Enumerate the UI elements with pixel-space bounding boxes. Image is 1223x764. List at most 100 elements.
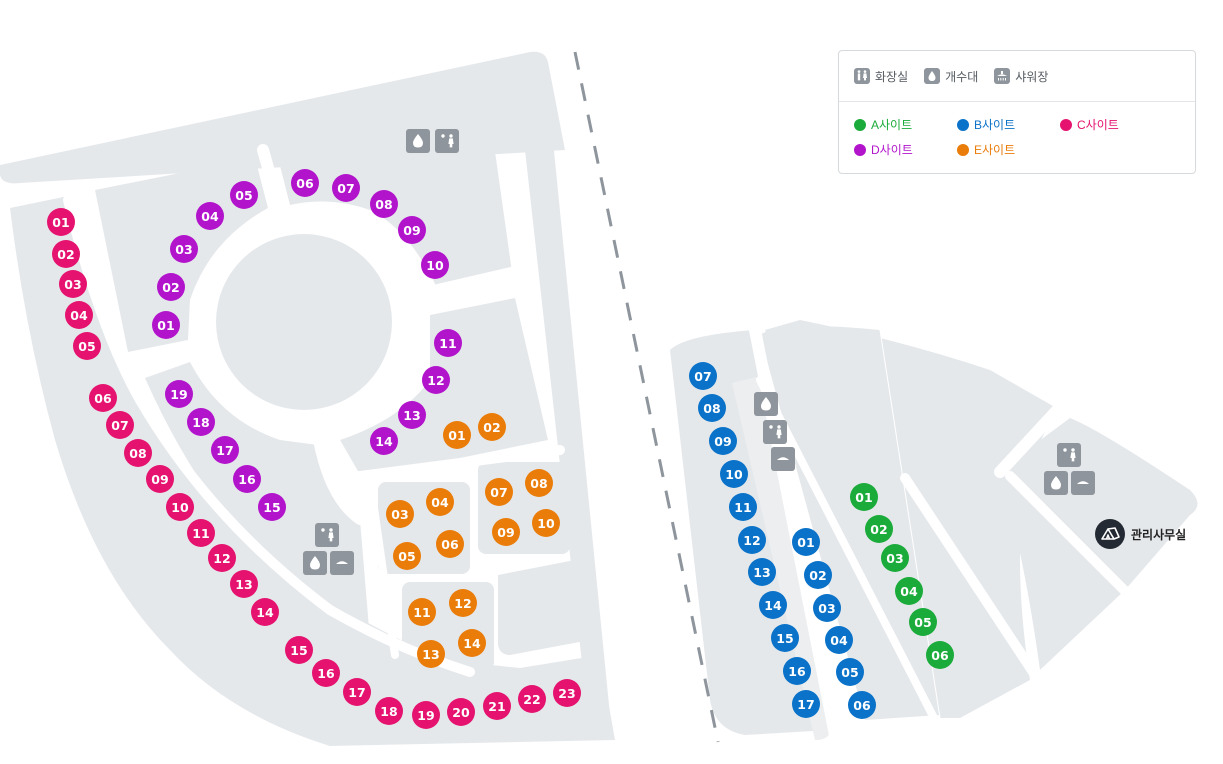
site-c-pin[interactable]: 03 <box>59 270 87 298</box>
site-pin-label: 08 <box>530 476 547 491</box>
site-pin-label: 20 <box>452 705 470 720</box>
site-c-pin[interactable]: 09 <box>146 465 174 493</box>
site-b-pin[interactable]: 06 <box>848 691 876 719</box>
legend-shower-label: 샤워장 <box>1015 69 1049 84</box>
site-pin-label: 21 <box>488 699 505 714</box>
site-b-pin[interactable]: 08 <box>698 394 726 422</box>
site-d-pin[interactable]: 01 <box>152 311 180 339</box>
site-pin-label: 03 <box>391 507 408 522</box>
site-d-pin[interactable]: 11 <box>434 329 462 357</box>
site-b-pin[interactable]: 09 <box>709 427 737 455</box>
site-d-pin[interactable]: 13 <box>398 401 426 429</box>
site-b-pin[interactable]: 15 <box>771 624 799 652</box>
site-d-pin[interactable]: 16 <box>233 465 261 493</box>
site-pin-label: 13 <box>753 565 770 580</box>
site-b-pin[interactable]: 01 <box>792 528 820 556</box>
site-c-pin[interactable]: 07 <box>106 411 134 439</box>
site-e-pin[interactable]: 12 <box>449 589 477 617</box>
site-pin-circle <box>386 500 414 528</box>
shower-icon <box>771 447 795 471</box>
management-office[interactable]: 관리사무실 <box>1095 519 1186 549</box>
site-c-pin[interactable]: 13 <box>230 570 258 598</box>
site-pin-circle <box>729 493 757 521</box>
site-e-pin[interactable]: 10 <box>532 509 560 537</box>
site-c-pin[interactable]: 23 <box>553 679 581 707</box>
site-d-pin[interactable]: 18 <box>187 408 215 436</box>
site-d-pin[interactable]: 17 <box>211 436 239 464</box>
site-d-pin[interactable]: 04 <box>196 202 224 230</box>
facility-icons <box>303 129 1095 575</box>
site-e-pin[interactable]: 02 <box>478 413 506 441</box>
water-tap-icon <box>924 68 941 84</box>
site-e-pin[interactable]: 11 <box>408 598 436 626</box>
site-e-pin[interactable]: 06 <box>436 530 464 558</box>
site-d-pin[interactable]: 05 <box>230 181 258 209</box>
site-pin-label: 04 <box>70 308 88 323</box>
site-e-pin[interactable]: 08 <box>525 469 553 497</box>
site-pin-label: 03 <box>175 242 192 257</box>
site-b-pin[interactable]: 04 <box>825 626 853 654</box>
site-d-pin[interactable]: 06 <box>291 169 319 197</box>
site-pin-circle <box>208 544 236 572</box>
site-a-pin[interactable]: 02 <box>865 515 893 543</box>
shower-icon <box>330 551 354 575</box>
site-c-pin[interactable]: 21 <box>483 692 511 720</box>
site-e-dot <box>957 143 969 156</box>
site-d-pin[interactable]: 09 <box>398 216 426 244</box>
site-d-pin[interactable]: 10 <box>421 251 449 279</box>
site-pin-label: 12 <box>427 373 444 388</box>
site-b-pin[interactable]: 16 <box>783 657 811 685</box>
site-d-pin[interactable]: 12 <box>422 366 450 394</box>
site-b-pin[interactable]: 05 <box>836 658 864 686</box>
site-c-pin[interactable]: 11 <box>187 519 215 547</box>
site-b-pin[interactable]: 14 <box>759 591 787 619</box>
site-e-pin[interactable]: 13 <box>417 640 445 668</box>
site-c-pin[interactable]: 22 <box>518 685 546 713</box>
toilet-icon <box>854 68 870 84</box>
site-e-pin[interactable]: 03 <box>386 500 414 528</box>
site-c-pin[interactable]: 01 <box>47 208 75 236</box>
site-c-pin[interactable]: 10 <box>166 493 194 521</box>
site-b-pin[interactable]: 02 <box>804 561 832 589</box>
toilet-icon <box>435 129 459 153</box>
site-b-pin[interactable]: 11 <box>729 493 757 521</box>
site-a-pin[interactable]: 03 <box>881 544 909 572</box>
site-a-pin[interactable]: 04 <box>895 577 923 605</box>
site-e-pin[interactable]: 01 <box>443 421 471 449</box>
site-c-pin[interactable]: 14 <box>251 598 279 626</box>
site-b-pin[interactable]: 12 <box>738 526 766 554</box>
site-d-pin[interactable]: 07 <box>332 174 360 202</box>
site-e-pin[interactable]: 07 <box>485 478 513 506</box>
site-d-pin[interactable]: 08 <box>370 190 398 218</box>
site-c-pin[interactable]: 19 <box>412 701 440 729</box>
site-d-pin[interactable]: 15 <box>258 493 286 521</box>
site-c-pin[interactable]: 12 <box>208 544 236 572</box>
site-b-pin[interactable]: 10 <box>720 460 748 488</box>
site-c-pin[interactable]: 20 <box>447 698 475 726</box>
site-b-pin[interactable]: 07 <box>689 362 717 390</box>
site-b-pin[interactable]: 03 <box>813 594 841 622</box>
site-e-pin[interactable]: 14 <box>458 629 486 657</box>
site-d-pin[interactable]: 02 <box>157 273 185 301</box>
site-b-pin[interactable]: 13 <box>748 558 776 586</box>
site-b-pin[interactable]: 17 <box>792 690 820 718</box>
site-c-pin[interactable]: 04 <box>65 301 93 329</box>
site-c-pin[interactable]: 15 <box>285 636 313 664</box>
site-c-pin[interactable]: 08 <box>124 439 152 467</box>
site-a-pin[interactable]: 06 <box>926 641 954 669</box>
site-c-pin[interactable]: 02 <box>52 240 80 268</box>
site-d-pin[interactable]: 03 <box>170 235 198 263</box>
site-a-pin[interactable]: 01 <box>850 483 878 511</box>
site-e-pin[interactable]: 05 <box>393 542 421 570</box>
site-c-pin[interactable]: 16 <box>312 659 340 687</box>
site-c-pin[interactable]: 06 <box>89 384 117 412</box>
site-c-pin[interactable]: 18 <box>375 697 403 725</box>
site-pin-label: 16 <box>317 666 335 681</box>
site-c-pin[interactable]: 17 <box>343 678 371 706</box>
site-c-pin[interactable]: 05 <box>73 332 101 360</box>
site-d-pin[interactable]: 14 <box>370 427 398 455</box>
site-e-pin[interactable]: 04 <box>426 488 454 516</box>
site-e-pin[interactable]: 09 <box>492 518 520 546</box>
site-d-pin[interactable]: 19 <box>165 380 193 408</box>
site-a-pin[interactable]: 05 <box>909 608 937 636</box>
